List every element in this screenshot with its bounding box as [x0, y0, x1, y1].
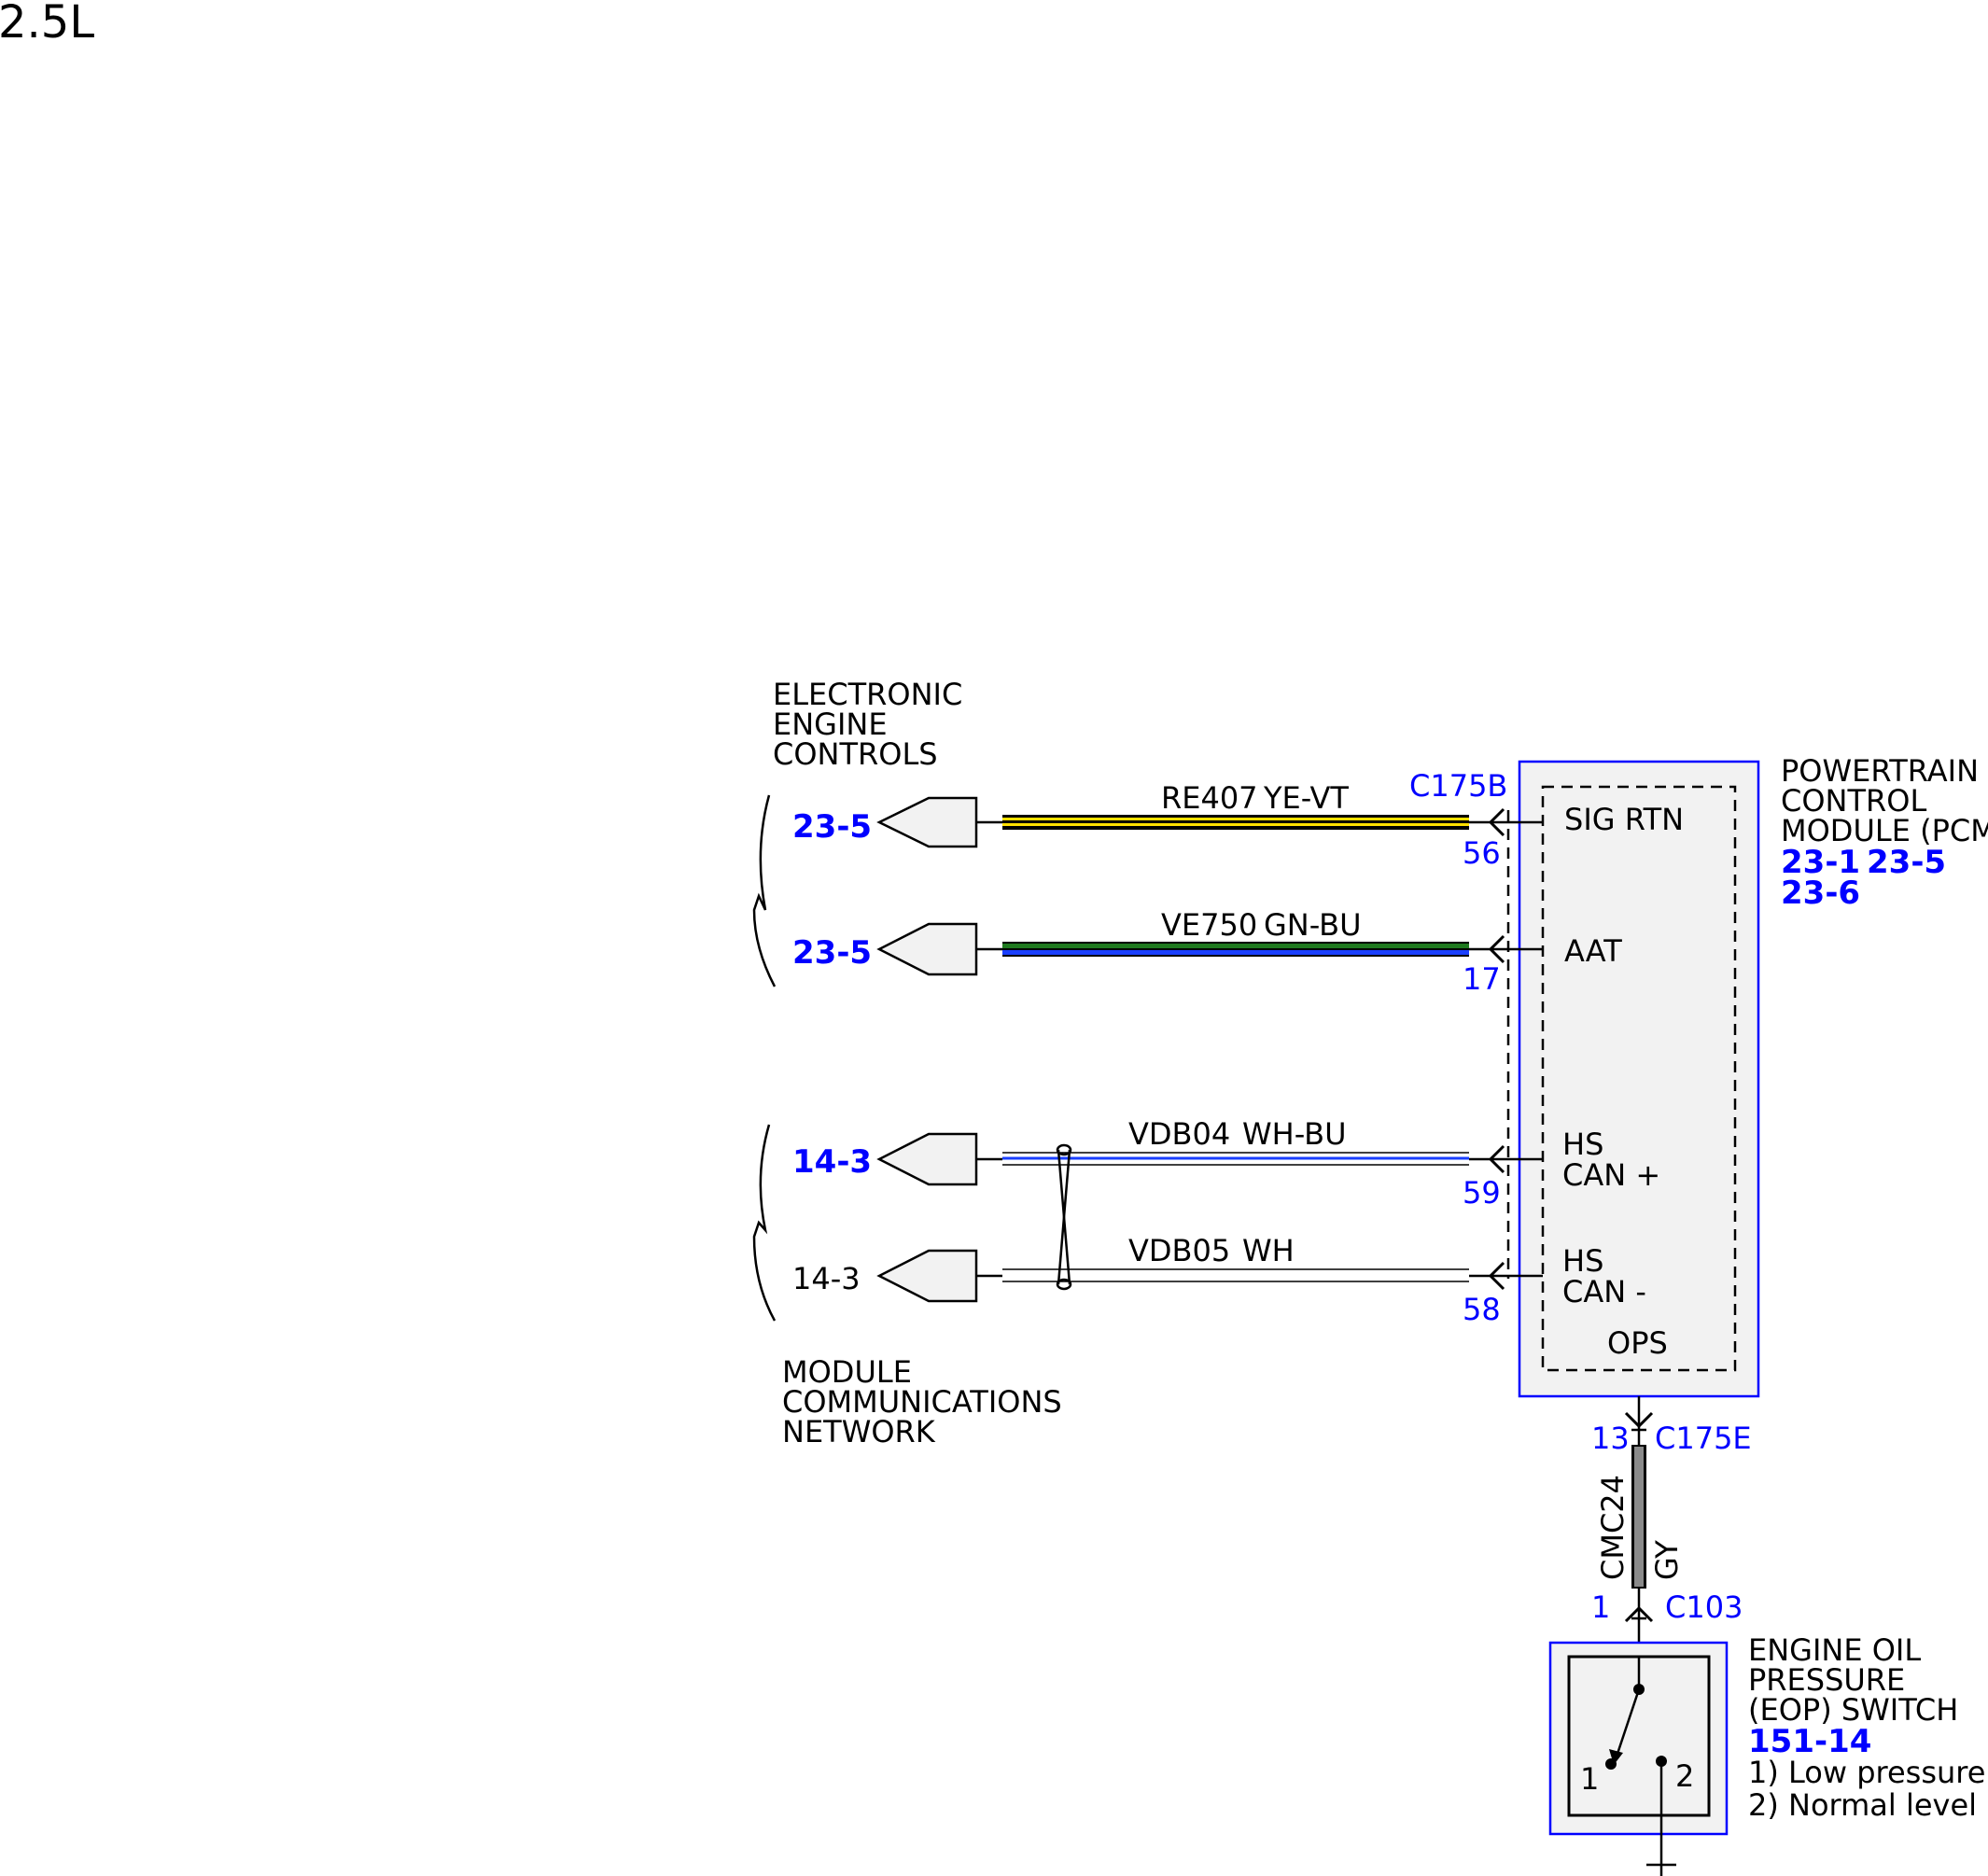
pin-17-label: 17	[1463, 961, 1501, 997]
svg-text:PRESSURE: PRESSURE	[1748, 1662, 1905, 1698]
svg-text:MODULE (PCM): MODULE (PCM)	[1781, 813, 1988, 848]
svg-text:RE407: RE407	[1161, 780, 1258, 816]
pcm-box	[1518, 760, 1760, 1398]
pin-59-arrow	[1488, 1144, 1505, 1174]
eop-switch-contact	[1605, 1657, 1676, 1876]
svg-text:VDB05: VDB05	[1128, 1233, 1230, 1268]
svg-text:HS: HS	[1562, 1127, 1603, 1162]
harness-connector-2	[876, 922, 978, 976]
wire-vdb05: VDB05 WH 58	[876, 1233, 1543, 1327]
svg-text:CMC24: CMC24	[1595, 1475, 1631, 1580]
pcm-pin-aat: AAT	[1564, 933, 1622, 969]
svg-text:GY: GY	[1649, 1540, 1685, 1580]
svg-text:VDB04: VDB04	[1128, 1116, 1230, 1152]
pin-59-label: 59	[1463, 1175, 1501, 1211]
pcm-pin-ops: OPS	[1607, 1325, 1668, 1361]
eop-position-2: 2	[1675, 1758, 1694, 1794]
svg-text:COMMUNICATIONS: COMMUNICATIONS	[782, 1384, 1062, 1420]
connector-c103-label: C103	[1665, 1589, 1743, 1625]
pcm-pin-hs-can-plus: HS CAN +	[1562, 1127, 1660, 1193]
page-title: 2.5L	[0, 0, 94, 49]
harness-connector-4	[876, 1249, 978, 1303]
eop-notes: 1) Low pressure 2) Normal level	[1748, 1755, 1985, 1823]
pin-13-label: 13	[1591, 1421, 1630, 1456]
electronic-engine-controls-label: ELECTRONIC ENGINE CONTROLS	[773, 677, 962, 772]
svg-text:WH: WH	[1242, 1233, 1295, 1268]
pin-56-arrow	[1488, 807, 1505, 837]
svg-text:ELECTRONIC: ELECTRONIC	[773, 677, 962, 712]
svg-text:(EOP) SWITCH: (EOP) SWITCH	[1748, 1692, 1958, 1728]
svg-text:NETWORK: NETWORK	[782, 1414, 936, 1449]
ref-14-3-link[interactable]: 14-3	[792, 1143, 872, 1181]
pcm-ref-23-6-link[interactable]: 23-6	[1781, 875, 1860, 912]
svg-text:2) Normal level: 2) Normal level	[1748, 1787, 1977, 1823]
pcm-internal-boundary	[1541, 785, 1737, 1372]
pin-58-label: 58	[1463, 1292, 1501, 1327]
wire-re407: RE407 YE-VT 56	[876, 780, 1543, 871]
eop-switch-name: ENGINE OIL PRESSURE (EOP) SWITCH	[1748, 1632, 1958, 1728]
ref-23-5-link-1[interactable]: 23-5	[792, 808, 872, 846]
harness-connector-1	[876, 796, 978, 848]
pin-58-arrow	[1488, 1261, 1505, 1291]
pcm-ref-23-5-link[interactable]: 23-5	[1867, 844, 1946, 881]
svg-text:ENGINE OIL: ENGINE OIL	[1748, 1632, 1921, 1668]
pcm-ref-23-1-link[interactable]: 23-1	[1781, 844, 1860, 881]
pin-1-label: 1	[1591, 1589, 1610, 1625]
pcm-pin-sig-rtn: SIG RTN	[1564, 802, 1684, 837]
connector-c175e-label: C175E	[1655, 1421, 1752, 1456]
svg-text:1) Low pressure: 1) Low pressure	[1748, 1755, 1985, 1790]
svg-text:GN-BU: GN-BU	[1264, 907, 1362, 943]
ref-14-3-label: 14-3	[792, 1261, 861, 1296]
pin-17-arrow	[1488, 934, 1505, 964]
svg-text:VE750: VE750	[1161, 907, 1257, 943]
svg-text:WH-BU: WH-BU	[1242, 1116, 1346, 1152]
svg-text:CONTROL: CONTROL	[1781, 783, 1926, 819]
ref-23-5-link-2[interactable]: 23-5	[792, 934, 872, 972]
twisted-pair-symbol	[1056, 1143, 1072, 1291]
svg-text:CAN -: CAN -	[1562, 1274, 1646, 1309]
pcm-pin-hs-can-minus: HS CAN -	[1562, 1243, 1646, 1309]
svg-text:MODULE: MODULE	[782, 1354, 912, 1390]
brace-eec	[752, 794, 777, 987]
svg-text:HS: HS	[1562, 1243, 1603, 1279]
wire-vdb04: VDB04 WH-BU 59	[876, 1116, 1543, 1211]
brace-mcn	[752, 1124, 777, 1322]
svg-text:CONTROLS: CONTROLS	[773, 736, 938, 772]
harness-connector-3	[876, 1132, 978, 1186]
svg-text:ENGINE: ENGINE	[773, 707, 888, 742]
pin-13-arrow	[1624, 1411, 1654, 1429]
svg-text:CAN +: CAN +	[1562, 1157, 1660, 1193]
svg-text:YE-VT: YE-VT	[1263, 780, 1349, 816]
eop-ref-151-14-link[interactable]: 151-14	[1748, 1723, 1871, 1760]
wire-ve750: VE750 GN-BU 17	[876, 907, 1543, 997]
pin-56-label: 56	[1463, 835, 1501, 871]
svg-text:POWERTRAIN: POWERTRAIN	[1781, 753, 1979, 789]
connector-c175b-label: C175B	[1409, 768, 1507, 804]
pcm-name: POWERTRAIN CONTROL MODULE (PCM)	[1781, 753, 1988, 848]
pin-1-arrow	[1624, 1605, 1654, 1623]
module-communications-network-label: MODULE COMMUNICATIONS NETWORK	[782, 1354, 1062, 1449]
eop-position-1: 1	[1580, 1761, 1599, 1797]
